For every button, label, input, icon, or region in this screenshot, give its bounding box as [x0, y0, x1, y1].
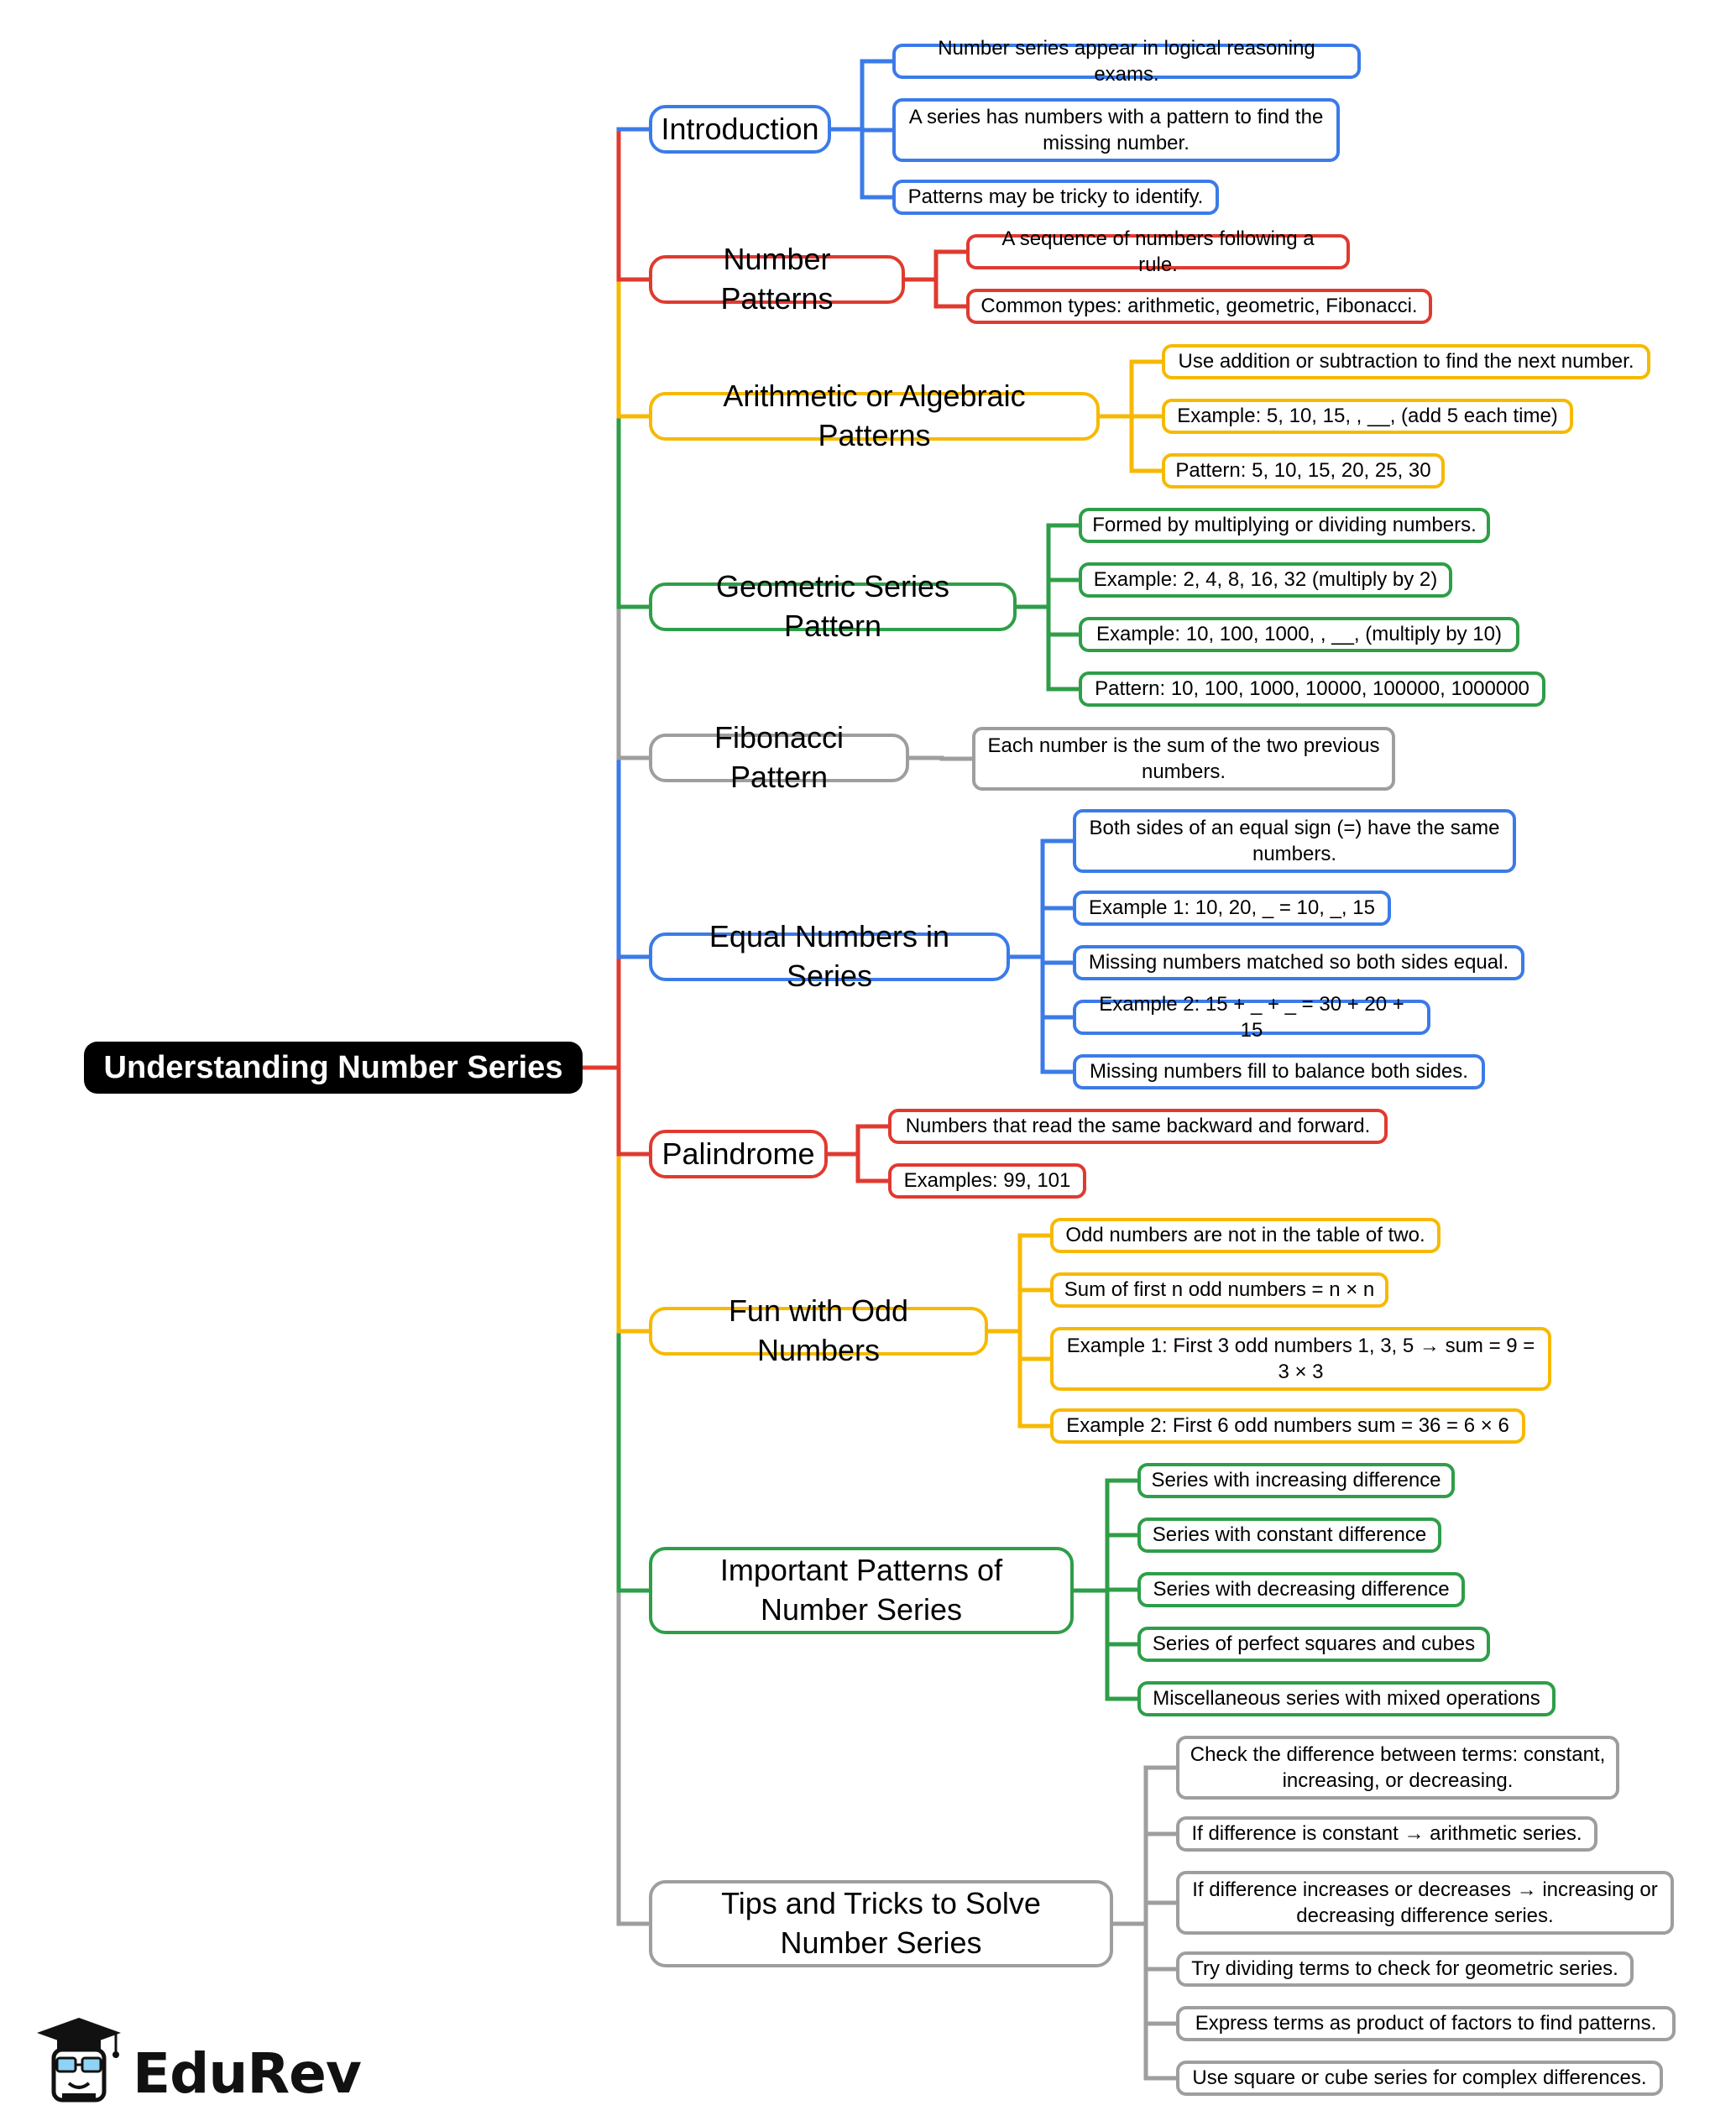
leaf-odd-numbers-3: Example 1: First 3 odd numbers 1, 3, 5 →… — [1050, 1327, 1551, 1391]
leaf-arithmetic-2: Example: 5, 10, 15, , __, (add 5 each ti… — [1162, 399, 1573, 434]
leaf-number-patterns-2: Common types: arithmetic, geometric, Fib… — [966, 289, 1432, 324]
leaf-important-patterns-2: Series with constant difference — [1137, 1518, 1441, 1553]
leaf-equal-numbers-5: Missing numbers fill to balance both sid… — [1073, 1054, 1485, 1089]
branch-fibonacci: Fibonacci Pattern — [649, 720, 909, 794]
leaf-arithmetic-3: Pattern: 5, 10, 15, 20, 25, 30 — [1162, 453, 1445, 488]
leaf-equal-numbers-3: Missing numbers matched so both sides eq… — [1073, 945, 1524, 980]
leaf-tips-2: If difference is constant → arithmetic s… — [1176, 1816, 1597, 1852]
leaf-palindrome-1: Numbers that read the same backward and … — [888, 1109, 1388, 1144]
leaf-geometric-4: Pattern: 10, 100, 1000, 10000, 100000, 1… — [1079, 671, 1545, 707]
leaf-geometric-3: Example: 10, 100, 1000, , __, (multiply … — [1079, 617, 1519, 652]
edurev-logo-text: EduRev — [133, 2041, 362, 2106]
edurev-logo — [37, 2018, 121, 2103]
leaf-important-patterns-1: Series with increasing difference — [1137, 1463, 1455, 1498]
branch-palindrome: Palindrome — [649, 1130, 828, 1178]
leaf-tips-3: If difference increases or decreases → i… — [1176, 1871, 1674, 1935]
graduation-cap-mascot-icon — [37, 2018, 121, 2103]
leaf-introduction-2: A series has numbers with a pattern to f… — [892, 98, 1340, 162]
leaf-introduction-1: Number series appear in logical reasonin… — [892, 37, 1361, 86]
leaf-geometric-1: Formed by multiplying or dividing number… — [1079, 508, 1490, 543]
branch-equal-numbers: Equal Numbers in Series — [649, 919, 1010, 993]
leaf-tips-1: Check the difference between terms: cons… — [1176, 1736, 1619, 1800]
root-node: Understanding Number Series — [84, 1042, 583, 1094]
branch-number-patterns: Number Patterns — [649, 242, 905, 316]
leaf-tips-4: Try dividing terms to check for geometri… — [1176, 1951, 1634, 1987]
leaf-important-patterns-3: Series with decreasing difference — [1137, 1572, 1465, 1607]
leaf-tips-5: Express terms as product of factors to f… — [1176, 2006, 1676, 2041]
leaf-important-patterns-5: Miscellaneous series with mixed operatio… — [1137, 1681, 1556, 1716]
leaf-arithmetic-1: Use addition or subtraction to find the … — [1162, 344, 1650, 379]
branch-introduction: Introduction — [649, 105, 831, 154]
branch-important-patterns: Important Patterns of Number Series — [649, 1547, 1074, 1634]
leaf-fibonacci-1: Each number is the sum of the two previo… — [972, 727, 1395, 791]
leaf-geometric-2: Example: 2, 4, 8, 16, 32 (multiply by 2) — [1079, 562, 1452, 598]
leaf-equal-numbers-4: Example 2: 15 + _ + _ = 30 + 20 + 15 — [1073, 993, 1430, 1042]
leaf-equal-numbers-2: Example 1: 10, 20, _ = 10, _, 15 — [1073, 891, 1391, 926]
leaf-palindrome-2: Examples: 99, 101 — [888, 1163, 1086, 1199]
leaf-odd-numbers-2: Sum of first n odd numbers = n × n — [1050, 1272, 1388, 1308]
branch-geometric: Geometric Series Pattern — [649, 569, 1017, 643]
branch-odd-numbers: Fun with Odd Numbers — [649, 1293, 988, 1367]
leaf-introduction-3: Patterns may be tricky to identify. — [892, 180, 1219, 215]
leaf-odd-numbers-1: Odd numbers are not in the table of two. — [1050, 1218, 1441, 1253]
leaf-number-patterns-1: A sequence of numbers following a rule. — [966, 227, 1350, 276]
leaf-odd-numbers-4: Example 2: First 6 odd numbers sum = 36 … — [1050, 1408, 1525, 1444]
branch-tips: Tips and Tricks to Solve Number Series — [649, 1880, 1113, 1967]
branch-arithmetic: Arithmetic or Algebraic Patterns — [649, 379, 1100, 452]
leaf-important-patterns-4: Series of perfect squares and cubes — [1137, 1627, 1490, 1662]
leaf-tips-6: Use square or cube series for complex di… — [1176, 2061, 1663, 2096]
leaf-equal-numbers-1: Both sides of an equal sign (=) have the… — [1073, 809, 1516, 873]
